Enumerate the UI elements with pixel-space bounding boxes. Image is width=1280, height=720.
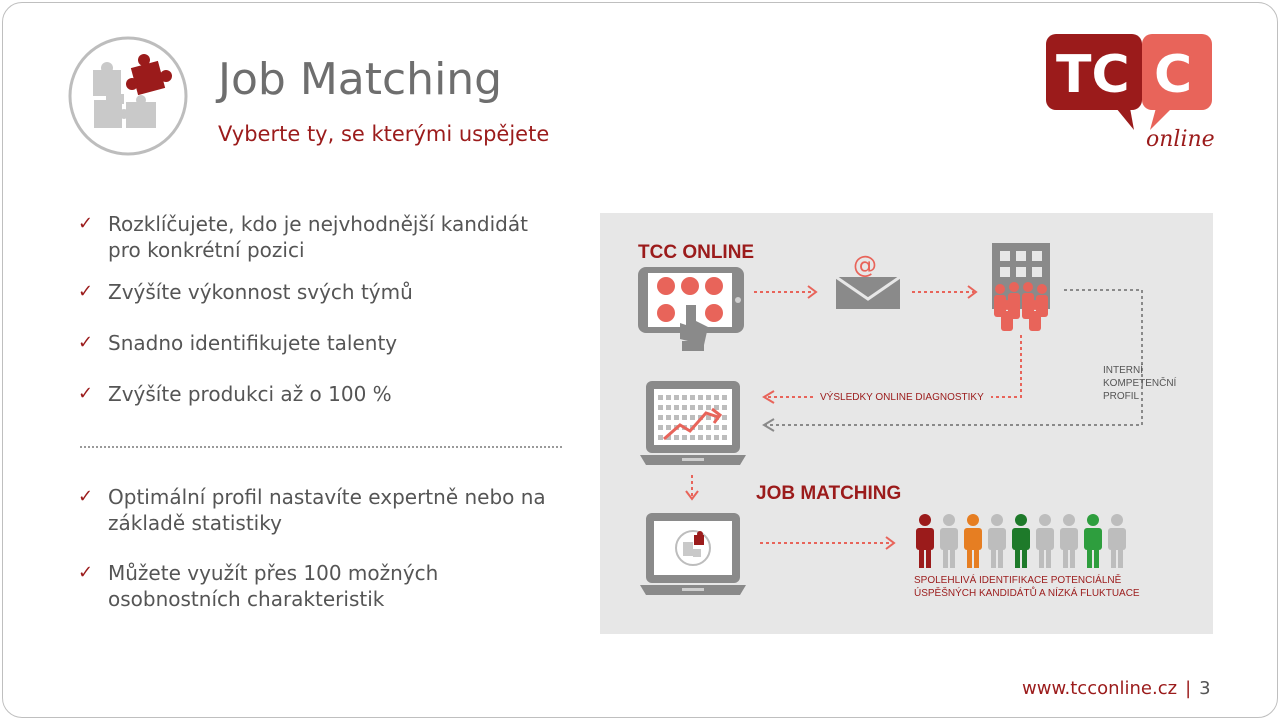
check-icon: ✓ <box>78 281 94 302</box>
results-label: VÝSLEDKY ONLINE DIAGNOSTIKY <box>820 390 984 403</box>
tablet-icon <box>638 267 744 351</box>
divider <box>80 446 562 448</box>
page-title: Job Matching <box>218 54 503 105</box>
laptop-puzzle-icon <box>640 513 746 595</box>
list-item: ✓ Rozklíčujete, kdo je nejvhodnější kand… <box>78 212 528 262</box>
check-icon: ✓ <box>78 213 94 234</box>
process-diagram: TCC ONLINE @ <box>600 213 1213 634</box>
check-icon: ✓ <box>78 562 94 583</box>
page-number: 3 <box>1199 678 1211 699</box>
footer-url[interactable]: www.tcconline.cz <box>1022 678 1178 699</box>
tcc-online-label: TCC ONLINE <box>638 242 754 263</box>
logo-word: online <box>1146 127 1215 152</box>
laptop-chart-icon <box>640 381 746 465</box>
job-matching-label: JOB MATCHING <box>756 483 901 504</box>
company-icon <box>992 243 1050 331</box>
check-icon: ✓ <box>78 332 94 353</box>
candidates-icon <box>916 514 1126 568</box>
list-item: ✓ Zvýšíte výkonnost svých týmů <box>78 280 413 304</box>
list-item: ✓ Můžete využít přes 100 možných osobnos… <box>78 561 439 611</box>
logo-letters-left: TC <box>1056 45 1130 105</box>
check-icon: ✓ <box>78 383 94 404</box>
logo-letters-right: C <box>1154 45 1192 105</box>
list-item: ✓ Zvýšíte produkci až o 100 % <box>78 382 392 406</box>
page-subtitle: Vyberte ty, se kterými uspějete <box>218 122 550 146</box>
result-caption: SPOLEHLIVÁ IDENTIFIKACE POTENCIÁLNĚ ÚSPĚ… <box>914 573 1140 599</box>
benefits-list: ✓ Rozklíčujete, kdo je nejvhodnější kand… <box>78 211 578 407</box>
list-item: ✓ Optimální profil nastavíte expertně ne… <box>78 485 546 535</box>
profile-label: INTERNÍ KOMPETENČNÍ PROFIL <box>1103 363 1179 402</box>
footer-separator: | <box>1185 678 1192 699</box>
tcc-online-logo: TC C online <box>1046 34 1215 152</box>
email-symbol: @ <box>853 251 877 279</box>
email-icon: @ <box>835 251 901 309</box>
list-item: ✓ Snadno identifikujete talenty <box>78 331 398 355</box>
puzzle-icon <box>68 36 188 156</box>
check-icon: ✓ <box>78 486 94 507</box>
features-list: ✓ Optimální profil nastavíte expertně ne… <box>78 484 578 612</box>
footer: www.tcconline.cz | 3 <box>1022 678 1211 699</box>
